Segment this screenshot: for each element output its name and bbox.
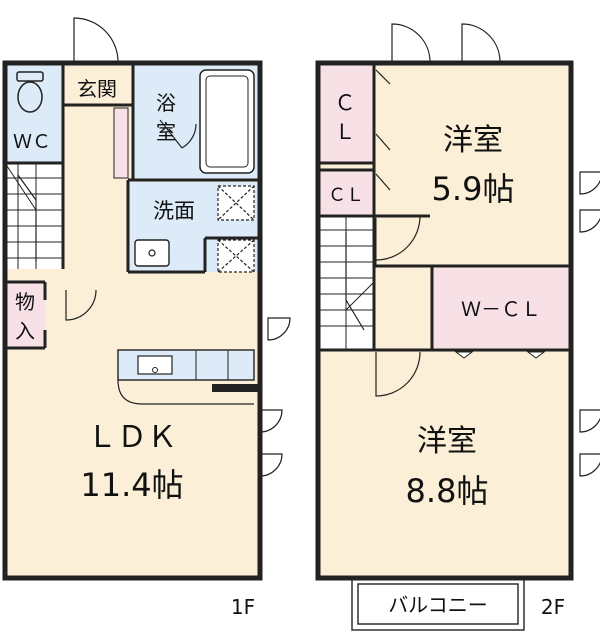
closet-1-label-1: Ｃ — [335, 91, 356, 115]
wc-area — [5, 63, 63, 163]
floor2-label: 2F — [541, 595, 565, 619]
bathtub-icon — [199, 69, 255, 174]
laundry-icon — [217, 185, 255, 273]
floor1-label: 1F — [231, 595, 255, 619]
balcony-label: バルコニー — [388, 593, 488, 617]
toilet-icon — [16, 71, 44, 113]
genkan-label: 玄関 — [77, 77, 117, 101]
genkan-area — [63, 63, 131, 105]
storage-label-2: 入 — [15, 319, 35, 343]
bath-label-2: 室 — [156, 120, 176, 144]
walkin-closet-label: Ｗ－ＣＬ — [461, 297, 541, 321]
hallway-2f — [376, 216, 430, 350]
ldk-size-label: 11.4帖 — [80, 466, 183, 504]
closet-2-label: ＣＬ — [328, 185, 364, 206]
washroom-label: 洗面 — [153, 199, 195, 223]
wc-label: ＷＣ — [13, 131, 51, 153]
sink-icon — [134, 239, 170, 267]
storage-label-1: 物 — [15, 290, 35, 314]
stairs-1f — [5, 163, 63, 269]
room2-size-label: 8.8帖 — [406, 472, 489, 510]
closet-1-label-2: Ｌ — [335, 120, 356, 144]
walkin-closet-area — [432, 266, 571, 348]
closet-2-area — [318, 170, 374, 216]
bath-label-1: 浴 — [156, 91, 176, 115]
room2-name-label: 洋室 — [417, 424, 477, 459]
room1-name-label: 洋室 — [443, 123, 503, 158]
closet-1-area — [318, 63, 374, 163]
room1-size-label: 5.9帖 — [432, 170, 515, 208]
floor1-outline — [2, 60, 263, 581]
floor-1: ＷＣ 玄関 浴 室 洗面 物 入 ＬＤＫ 11.4帖 1F — [2, 17, 291, 619]
floor-2: Ｃ Ｌ ＣＬ 洋室 5.9帖 Ｗ－ＣＬ 洋室 8.8帖 バルコニー 2F — [315, 23, 600, 631]
balcony — [351, 577, 525, 631]
ldk-name-label: ＬＤＫ — [87, 420, 177, 455]
kitchen-sink-icon — [137, 355, 173, 375]
storage-area — [5, 282, 45, 348]
